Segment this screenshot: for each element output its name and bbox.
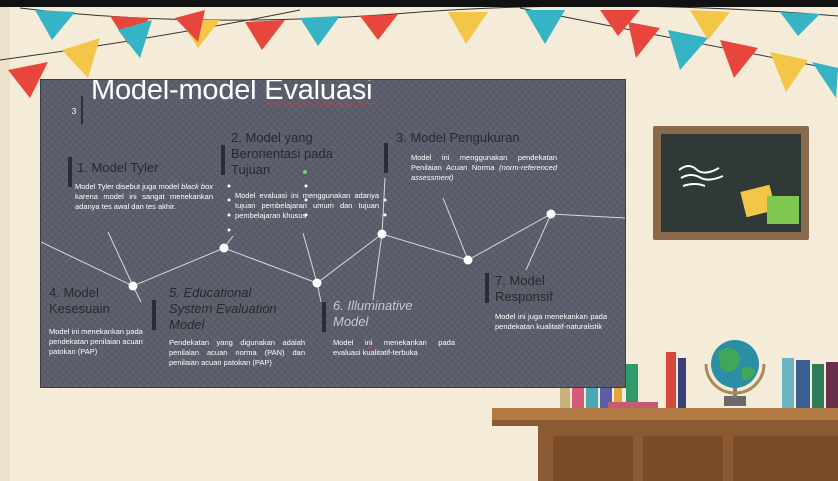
timeline-node-6 <box>546 209 556 219</box>
slide-number-divider <box>81 96 83 124</box>
model-illuminative-desc: Model ini menekankan pada evaluasi kuali… <box>333 338 455 357</box>
timeline-node-1 <box>128 281 138 291</box>
model-tyler-title: 1. Model Tyler <box>77 160 159 175</box>
title-word: Evaluasi <box>264 80 373 106</box>
timeline-node-3 <box>312 278 322 288</box>
model-ese-desc: Pendekatan yang digunakan adalah penilai… <box>169 338 305 367</box>
chalkboard <box>653 126 809 240</box>
model-tujuan-desc: Model evaluasi ini menggunakan adanya tu… <box>235 191 379 220</box>
timeline-node-2 <box>219 243 229 253</box>
model-kesesuain-desc: Model ini menekankan pada pendekatan pen… <box>49 327 143 356</box>
model-tujuan-bar <box>221 145 225 175</box>
chalk-doodle-icon <box>678 165 799 224</box>
timeline-node-4 <box>377 229 387 239</box>
timeline-node-5 <box>463 255 473 265</box>
model-pengukuran-desc: Model ini menggunakan pendekatan Penilai… <box>411 153 557 182</box>
model-tyler-bar <box>68 157 72 187</box>
model-responsif-bar <box>485 273 489 303</box>
window-top-edge <box>0 0 838 7</box>
model-responsif-desc: Model ini juga menekankan pada pendekata… <box>495 312 607 331</box>
presentation-slide: 3 Model-model Evaluasi <box>41 80 625 387</box>
model-pengukuran-title: 3. Model Pengukuran <box>396 130 520 145</box>
model-pengukuran-bar <box>384 143 388 173</box>
timeline-graphic <box>41 170 625 303</box>
model-tyler-desc: Model Tyler disebut juga model black box… <box>75 182 213 211</box>
model-illuminative-bar <box>322 302 326 332</box>
slide-title: Model-model Evaluasi <box>91 80 373 107</box>
slide-number: 3 <box>71 107 77 116</box>
model-kesesuain-bar <box>152 300 156 330</box>
title-prefix: Model-model <box>91 80 265 106</box>
